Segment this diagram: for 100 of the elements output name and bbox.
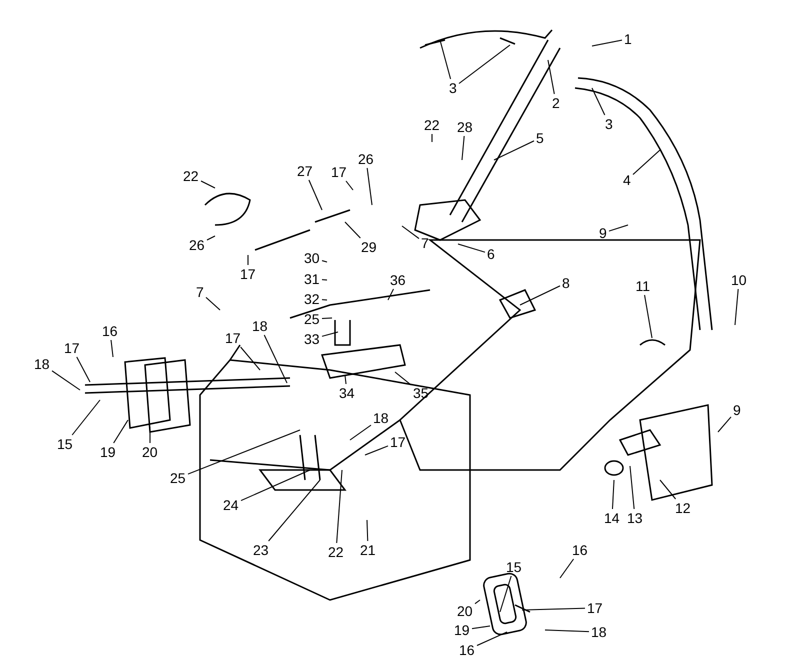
leader-line bbox=[560, 558, 574, 578]
leader-line bbox=[494, 140, 534, 160]
leader-line bbox=[336, 470, 342, 544]
callout-number: 11 bbox=[636, 278, 650, 294]
callout-number: 22 bbox=[183, 168, 199, 184]
callout-number: 17 bbox=[64, 340, 80, 356]
callout-number: 28 bbox=[457, 119, 473, 135]
callout-number: 25 bbox=[170, 470, 186, 486]
leader-line bbox=[458, 44, 510, 84]
leader-line bbox=[308, 180, 322, 210]
callout-number: 27 bbox=[297, 163, 313, 179]
leader-line bbox=[344, 374, 346, 384]
callout-number: 17 bbox=[240, 266, 256, 282]
callout-number: 16 bbox=[102, 323, 118, 339]
leader-line bbox=[462, 136, 465, 160]
callout-number: 17 bbox=[390, 434, 406, 450]
callout-number: 6 bbox=[487, 246, 495, 262]
leader-line bbox=[366, 168, 372, 206]
callout-number: 16 bbox=[459, 642, 475, 658]
leader-line bbox=[350, 424, 372, 440]
callout-number: 3 bbox=[449, 80, 457, 96]
leader-line bbox=[206, 296, 220, 310]
leader-line bbox=[520, 285, 560, 306]
callout-number: 18 bbox=[373, 410, 389, 426]
callout-number: 25 bbox=[304, 311, 320, 327]
leader-line bbox=[394, 372, 412, 386]
leader-line bbox=[113, 420, 128, 444]
leader-line bbox=[72, 400, 100, 436]
callout-number: 20 bbox=[142, 444, 158, 460]
callout-number: 9 bbox=[733, 402, 741, 418]
callout-number: 18 bbox=[252, 318, 268, 334]
leader-line bbox=[402, 226, 420, 240]
callout-number: 24 bbox=[223, 497, 239, 513]
callout-number: 1 bbox=[624, 31, 632, 47]
leader-line bbox=[592, 40, 622, 46]
leader-line bbox=[364, 445, 388, 456]
leader-line bbox=[476, 632, 508, 646]
callout-number: 16 bbox=[572, 542, 588, 558]
leader-line bbox=[322, 279, 328, 280]
callout-number: 3 bbox=[605, 116, 613, 132]
leader-line bbox=[440, 40, 452, 80]
leader-line bbox=[188, 430, 300, 475]
leader-line bbox=[632, 150, 660, 176]
leader-line bbox=[472, 626, 490, 630]
leader-line bbox=[458, 244, 486, 253]
callout-number: 21 bbox=[360, 542, 376, 558]
callout-number: 5 bbox=[536, 130, 544, 146]
leader-line bbox=[346, 180, 354, 190]
leader-line bbox=[474, 600, 480, 604]
callout-number: 31 bbox=[304, 271, 320, 287]
callout-number: 22 bbox=[424, 117, 440, 133]
leader-line bbox=[644, 294, 652, 338]
leader-line bbox=[110, 340, 114, 358]
leader-line bbox=[592, 88, 606, 116]
leader-line bbox=[322, 332, 338, 337]
leader-line bbox=[608, 224, 628, 232]
leader-line bbox=[322, 260, 328, 262]
callout-number: 23 bbox=[253, 542, 269, 558]
callout-number: 13 bbox=[627, 510, 643, 526]
leader-line bbox=[522, 608, 586, 610]
callout-number: 26 bbox=[358, 151, 374, 167]
callout-number: 19 bbox=[100, 444, 116, 460]
callout-number: 15 bbox=[506, 559, 522, 575]
callout-number: 2 bbox=[552, 95, 560, 111]
leader-line bbox=[718, 416, 732, 432]
callout-number: 14 bbox=[604, 510, 620, 526]
callout-number: 19 bbox=[454, 622, 470, 638]
leader-line bbox=[268, 480, 320, 542]
leader-line bbox=[366, 520, 368, 542]
callout-number: 9 bbox=[599, 225, 607, 241]
leader-line bbox=[612, 480, 614, 510]
callout-number: 7 bbox=[421, 235, 429, 251]
callout-number: 4 bbox=[623, 172, 631, 188]
callout-number: 34 bbox=[339, 385, 355, 401]
leader-line bbox=[264, 334, 288, 384]
leader-line bbox=[240, 470, 310, 502]
callout-number: 29 bbox=[361, 239, 377, 255]
leader-line bbox=[544, 630, 590, 632]
leader-line bbox=[630, 466, 635, 510]
callout-number: 18 bbox=[34, 356, 50, 372]
leader-line bbox=[240, 346, 260, 370]
callout-number: 20 bbox=[457, 603, 473, 619]
callout-number: 12 bbox=[675, 500, 691, 516]
leader-line bbox=[206, 236, 216, 240]
callout-number: 17 bbox=[331, 164, 347, 180]
leader-line bbox=[200, 180, 216, 188]
callout-number: 7 bbox=[196, 284, 204, 300]
callout-number: 22 bbox=[328, 544, 344, 560]
callout-number: 8 bbox=[562, 275, 570, 291]
leader-line bbox=[322, 299, 328, 300]
callout-number: 17 bbox=[225, 330, 241, 346]
callout-number: 32 bbox=[304, 291, 320, 307]
leader-line bbox=[734, 288, 739, 326]
callout-number: 33 bbox=[304, 331, 320, 347]
callout-number: 30 bbox=[304, 250, 320, 266]
callout-number: 17 bbox=[587, 600, 603, 616]
leader-line bbox=[388, 288, 394, 300]
leader-line bbox=[52, 370, 80, 390]
callout-number: 18 bbox=[591, 624, 607, 640]
callout-number: 26 bbox=[189, 237, 205, 253]
